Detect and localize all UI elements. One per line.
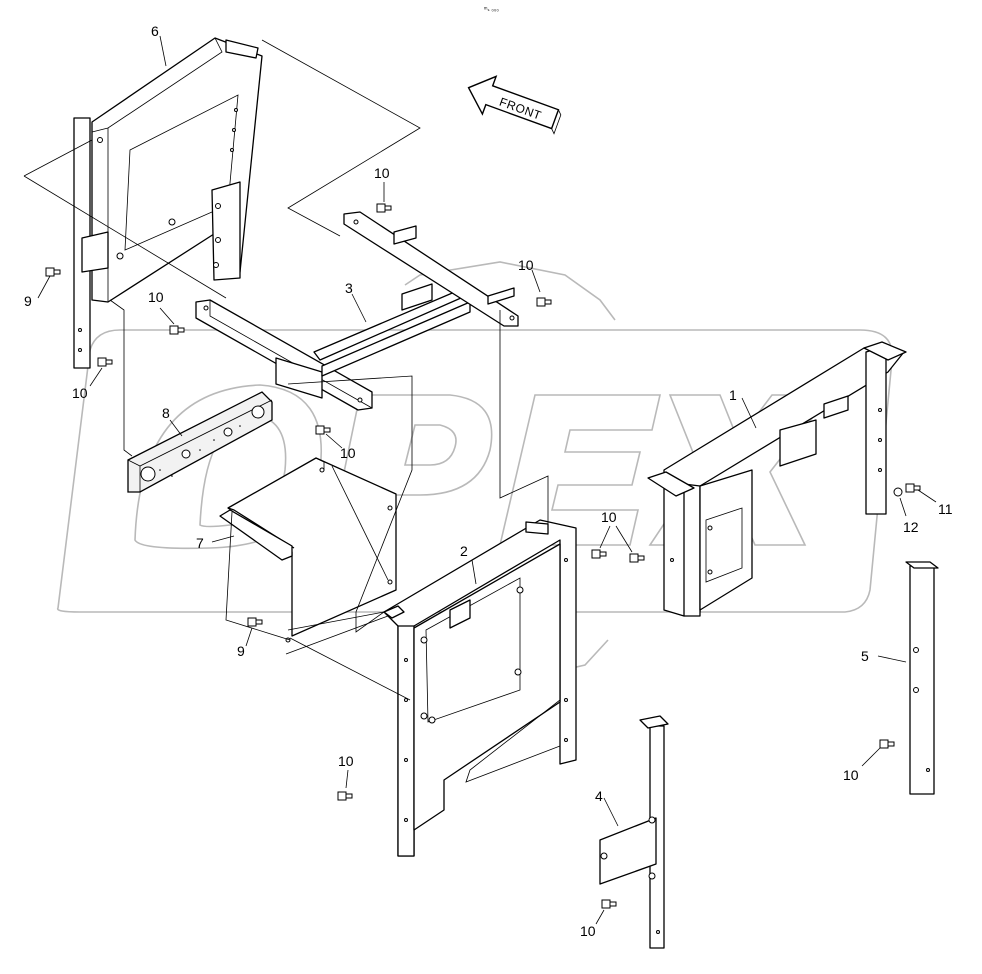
callout-10-left: 10 xyxy=(72,385,88,401)
callouts: 6 1 2 3 4 5 7 8 9 9 10 10 10 10 10 10 10… xyxy=(24,23,953,939)
callout-2: 2 xyxy=(460,543,468,559)
callout-10-center: 10 xyxy=(340,445,356,461)
callout-10-mid-right: 10 xyxy=(601,509,617,525)
callout-10-bottom: 10 xyxy=(580,923,596,939)
callout-7: 7 xyxy=(196,535,204,551)
callout-10-upper-right: 10 xyxy=(518,257,534,273)
part-7-side-panel xyxy=(219,457,397,643)
front-direction-arrow: FRONT xyxy=(467,75,562,135)
callout-3: 3 xyxy=(345,280,353,296)
part-4-strap-bracket xyxy=(599,715,669,949)
bolts xyxy=(45,203,921,909)
callout-9-lower: 9 xyxy=(237,643,245,659)
header-mark: ᵐₛ ₀₀₀ xyxy=(484,7,499,13)
part-2-rear-frame xyxy=(383,519,577,857)
callout-10-post: 10 xyxy=(843,767,859,783)
callout-10-upper-left: 10 xyxy=(148,289,164,305)
callout-4: 4 xyxy=(595,788,603,804)
callout-9-left: 9 xyxy=(24,293,32,309)
part-5-post xyxy=(905,561,939,795)
callout-10-top: 10 xyxy=(374,165,390,181)
callout-11: 11 xyxy=(938,501,953,517)
part-8-bracket xyxy=(127,391,273,493)
part-6-upper-frame xyxy=(73,37,263,369)
callout-8: 8 xyxy=(162,405,170,421)
callout-5: 5 xyxy=(861,648,869,664)
assembly-lines xyxy=(23,39,549,701)
part-3-cross-beam xyxy=(195,211,519,411)
callout-12: 12 xyxy=(903,519,919,535)
callout-1: 1 xyxy=(729,387,737,403)
part-1-right-frame xyxy=(647,341,907,617)
leader-lines xyxy=(37,35,937,925)
callout-10-lower-left: 10 xyxy=(338,753,354,769)
callout-6: 6 xyxy=(151,23,159,39)
